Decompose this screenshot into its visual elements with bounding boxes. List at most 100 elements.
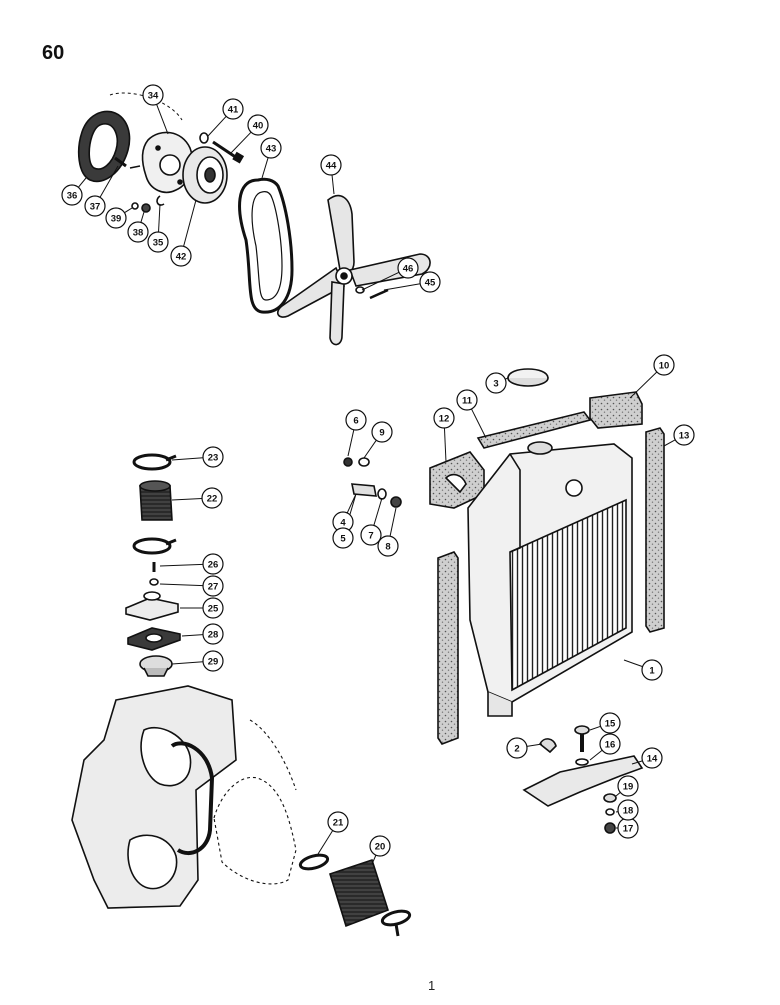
leader-line-44: [332, 175, 334, 194]
leader-line-26: [160, 564, 203, 566]
leader-line-38: [141, 212, 144, 222]
callout-35: 35: [148, 232, 168, 252]
callout-42: 42: [171, 246, 191, 266]
foam-seal-10: [590, 392, 642, 428]
callout-7: 7: [361, 525, 381, 545]
callout-number-25: 25: [208, 604, 219, 615]
hose-clamp-21-lower: [381, 909, 411, 936]
hose-clamp-23-top: [134, 455, 176, 469]
pump-body-34: [130, 132, 192, 192]
callout-number-14: 14: [647, 754, 658, 765]
callout-number-15: 15: [605, 719, 616, 730]
leader-line-23: [172, 458, 203, 460]
washer-16: [576, 759, 588, 765]
callout-number-18: 18: [623, 806, 634, 817]
callout-45: 45: [420, 272, 440, 292]
leader-line-45: [384, 284, 420, 290]
callout-number-35: 35: [153, 238, 164, 249]
callout-number-20: 20: [375, 842, 386, 853]
callout-10: 10: [654, 355, 674, 375]
washer-41: [200, 133, 208, 143]
drain-cock-2: [540, 739, 556, 752]
callout-3: 3: [486, 373, 506, 393]
callout-41: 41: [223, 99, 243, 119]
washer-39: [132, 203, 138, 209]
callout-11: 11: [457, 390, 477, 410]
leader-line-35: [159, 204, 160, 232]
callout-43: 43: [261, 138, 281, 158]
thermostat-29: [140, 656, 172, 676]
leader-line-11: [471, 409, 486, 438]
leader-line-27: [160, 584, 203, 586]
callout-1: 1: [642, 660, 662, 680]
washer-27: [150, 579, 158, 585]
callout-number-4: 4: [340, 518, 346, 529]
leader-line-1: [624, 660, 643, 667]
lower-hose-20: [330, 860, 388, 926]
washer-9: [359, 458, 369, 466]
callout-15: 15: [600, 713, 620, 733]
callout-number-23: 23: [208, 453, 219, 464]
callout-number-8: 8: [385, 542, 390, 553]
leader-line-28: [182, 635, 203, 636]
callout-number-10: 10: [659, 361, 670, 372]
callout-40: 40: [248, 115, 268, 135]
leader-line-39: [124, 208, 132, 213]
callout-number-34: 34: [148, 91, 159, 102]
callout-number-2: 2: [514, 744, 519, 755]
callout-36: 36: [62, 185, 82, 205]
radiator-1: [468, 442, 632, 716]
foam-column-13-right: [646, 428, 664, 632]
callout-number-3: 3: [493, 379, 498, 390]
callout-number-17: 17: [623, 824, 634, 835]
callout-number-29: 29: [208, 657, 219, 668]
timing-cover: [72, 686, 236, 908]
callout-number-40: 40: [253, 121, 264, 132]
leader-line-13: [664, 440, 675, 446]
leader-line-42: [184, 200, 196, 246]
callout-22: 22: [202, 488, 222, 508]
hose-22: [140, 481, 172, 520]
hose-clamp-21-upper: [299, 853, 329, 872]
clip-35: [157, 196, 164, 205]
washer-19: [604, 794, 616, 802]
callout-number-39: 39: [111, 214, 122, 225]
leader-line-19: [616, 792, 620, 796]
callout-16: 16: [600, 734, 620, 754]
callout-21: 21: [328, 812, 348, 832]
timing-cover-group: [72, 686, 411, 936]
footer-mark: 1: [428, 978, 435, 993]
callout-39: 39: [106, 208, 126, 228]
nut-17: [605, 823, 615, 833]
callout-number-27: 27: [208, 582, 219, 593]
callout-8: 8: [378, 536, 398, 556]
callout-46: 46: [398, 258, 418, 278]
callout-number-5: 5: [340, 534, 346, 545]
leader-line-15: [590, 726, 601, 730]
callout-44: 44: [321, 155, 341, 175]
leader-line-22: [172, 498, 202, 500]
pulley-42: [183, 147, 227, 203]
leader-line-7: [374, 498, 382, 525]
leader-line-2: [527, 744, 542, 746]
callout-number-19: 19: [623, 782, 634, 793]
leader-line-6: [348, 430, 354, 456]
callout-29: 29: [203, 651, 223, 671]
callout-38: 38: [128, 222, 148, 242]
fan-belt-43: [240, 179, 292, 312]
callout-number-45: 45: [425, 278, 436, 289]
callout-28: 28: [203, 624, 223, 644]
callout-5: 5: [333, 528, 353, 548]
gasket-28: [128, 628, 180, 650]
callout-number-21: 21: [333, 818, 344, 829]
leader-line-40: [230, 132, 251, 154]
leader-line-41: [208, 116, 226, 136]
callout-17: 17: [618, 818, 638, 838]
callout-2: 2: [507, 738, 527, 758]
callout-number-13: 13: [679, 431, 690, 442]
leader-line-10: [630, 372, 657, 398]
radiator-cap-3: [508, 369, 548, 386]
callout-9: 9: [372, 422, 392, 442]
callout-number-43: 43: [266, 144, 277, 155]
callout-26: 26: [203, 554, 223, 574]
